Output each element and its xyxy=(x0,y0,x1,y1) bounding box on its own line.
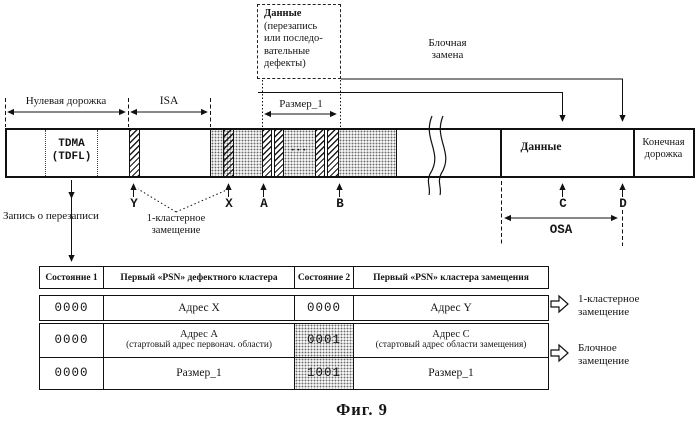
cluster-a-hatch-1 xyxy=(262,130,272,176)
dashed-box-line: вательные xyxy=(264,45,310,57)
tdma-label: TDMA xyxy=(58,138,85,150)
end-track-line2: дорожка xyxy=(644,149,683,160)
marker-c: C xyxy=(559,197,567,211)
rows23-annotation-line1: Блочное xyxy=(578,342,617,354)
row2-state1: 0000 xyxy=(54,333,89,348)
row1-state2: 0000 xyxy=(294,296,353,320)
rows23-annotation: Блочное замещение xyxy=(578,342,629,367)
marker-d: D xyxy=(619,197,627,211)
row1-state1: 0000 xyxy=(54,301,89,315)
stipple-region-1 xyxy=(210,130,262,176)
cluster-y-hatch xyxy=(129,130,140,176)
defect-table-row1: 0000 Адрес X 0000 Адрес Y xyxy=(39,295,549,321)
marker-a: A xyxy=(260,197,268,211)
dashed-box-line: Данные xyxy=(264,8,302,19)
tdfl-label: (TDFL) xyxy=(51,151,92,163)
cluster-b-hatch-1 xyxy=(315,130,325,176)
disc-track-bar: TDMA (TDFL) ··· Данные Конечная дорожка xyxy=(5,128,695,178)
defect-table-row3: 0000 Размер_1 1001 Размер_1 xyxy=(40,357,548,389)
data-section-left-border xyxy=(500,130,502,176)
row1-replace-address: Адрес Y xyxy=(353,296,548,320)
block-replace-line2: замена xyxy=(431,49,464,62)
marker-y: Y xyxy=(130,197,138,211)
row3-state1: 0000 xyxy=(54,366,89,381)
row3-state2: 1001 xyxy=(294,357,353,389)
defect-table-row2: 0000 Адрес A (стартовый адрес первонач. … xyxy=(40,324,548,358)
dashed-box-line: или последо- xyxy=(264,33,323,44)
cluster-x-hatch xyxy=(223,130,234,176)
row3-replace-size: Размер_1 xyxy=(353,357,548,389)
row1-annotation: 1-кластерное замещение xyxy=(578,293,639,318)
end-track-label: Конечная дорожка xyxy=(634,130,693,176)
tdma-tdfl-box: TDMA (TDFL) xyxy=(45,130,98,176)
rewrite-record-label: Запись о перезаписи xyxy=(3,210,99,222)
row2-replace-line2: (стартовый адрес области замещения) xyxy=(375,340,527,351)
data-defects-dashed-box: Данные (перезапись или последо- вательны… xyxy=(257,4,341,79)
stipple-region-2 xyxy=(339,130,397,176)
ellipsis-dots: ··· xyxy=(290,144,308,156)
row2-replace-address: Адрес C (стартовый адрес области замещен… xyxy=(353,324,548,357)
header-replace-psn: Первый «PSN» кластера замещения xyxy=(353,267,548,288)
isa-span-label: ISA xyxy=(159,95,179,107)
osa-span-label: OSA xyxy=(549,223,573,237)
row1-defect-address: Адрес X xyxy=(103,296,294,320)
header-state2: Состояние 2 xyxy=(294,267,353,288)
row2-defect-line1: Адрес A xyxy=(180,328,218,340)
cluster-b-hatch-2 xyxy=(327,130,339,176)
block-replace-label: Блочная замена xyxy=(400,37,495,61)
one-cluster-line2: замещение xyxy=(151,224,201,236)
row1-annotation-line1: 1-кластерное xyxy=(578,293,640,305)
row2-defect-line2: (стартовый адрес первонач. области) xyxy=(126,340,272,351)
dashed-box-line: (перезапись xyxy=(264,20,318,32)
one-cluster-line1: 1-кластерное xyxy=(146,213,206,224)
row2-defect-address: Адрес A (стартовый адрес первонач. облас… xyxy=(103,324,294,357)
track-data-label: Данные xyxy=(520,141,562,153)
end-track-line1: Конечная xyxy=(642,137,685,148)
marker-b: B xyxy=(336,197,344,211)
row3-defect-size: Размер_1 xyxy=(103,357,294,389)
row2-replace-line1: Адрес C xyxy=(432,328,470,340)
block-replace-line1: Блочная xyxy=(428,37,467,49)
zero-track-span-label: Нулевая дорожка xyxy=(25,95,107,107)
size1-span-label: Размер_1 xyxy=(279,98,323,110)
figure-caption: Фиг. 9 xyxy=(336,400,388,419)
marker-x: X xyxy=(225,197,233,211)
defect-table-rows23: 0000 Адрес A (стартовый адрес первонач. … xyxy=(39,323,549,390)
one-cluster-leader-y xyxy=(137,188,177,213)
header-state1: Состояние 1 xyxy=(45,272,98,283)
header-defect-psn: Первый «PSN» дефектного кластера xyxy=(103,267,294,288)
end-track-left-border xyxy=(633,130,635,176)
hollow-arrow-rows23-icon xyxy=(550,343,569,363)
stipple-ellipsis-region: ··· xyxy=(284,130,315,176)
block-replace-line-d xyxy=(341,78,626,122)
row2-state2: 0001 xyxy=(294,324,353,357)
cluster-a-hatch-2 xyxy=(274,130,284,176)
dashed-box-line: дефекты) xyxy=(264,58,306,69)
row1-annotation-line2: замещение xyxy=(578,305,630,318)
hollow-arrow-row1-icon xyxy=(550,294,569,314)
rows23-annotation-line2: замещение xyxy=(578,354,630,367)
defect-table-header-row: Состояние 1 Первый «PSN» дефектного клас… xyxy=(39,266,549,289)
one-cluster-replace-label: 1-кластерное замещение xyxy=(130,213,222,236)
